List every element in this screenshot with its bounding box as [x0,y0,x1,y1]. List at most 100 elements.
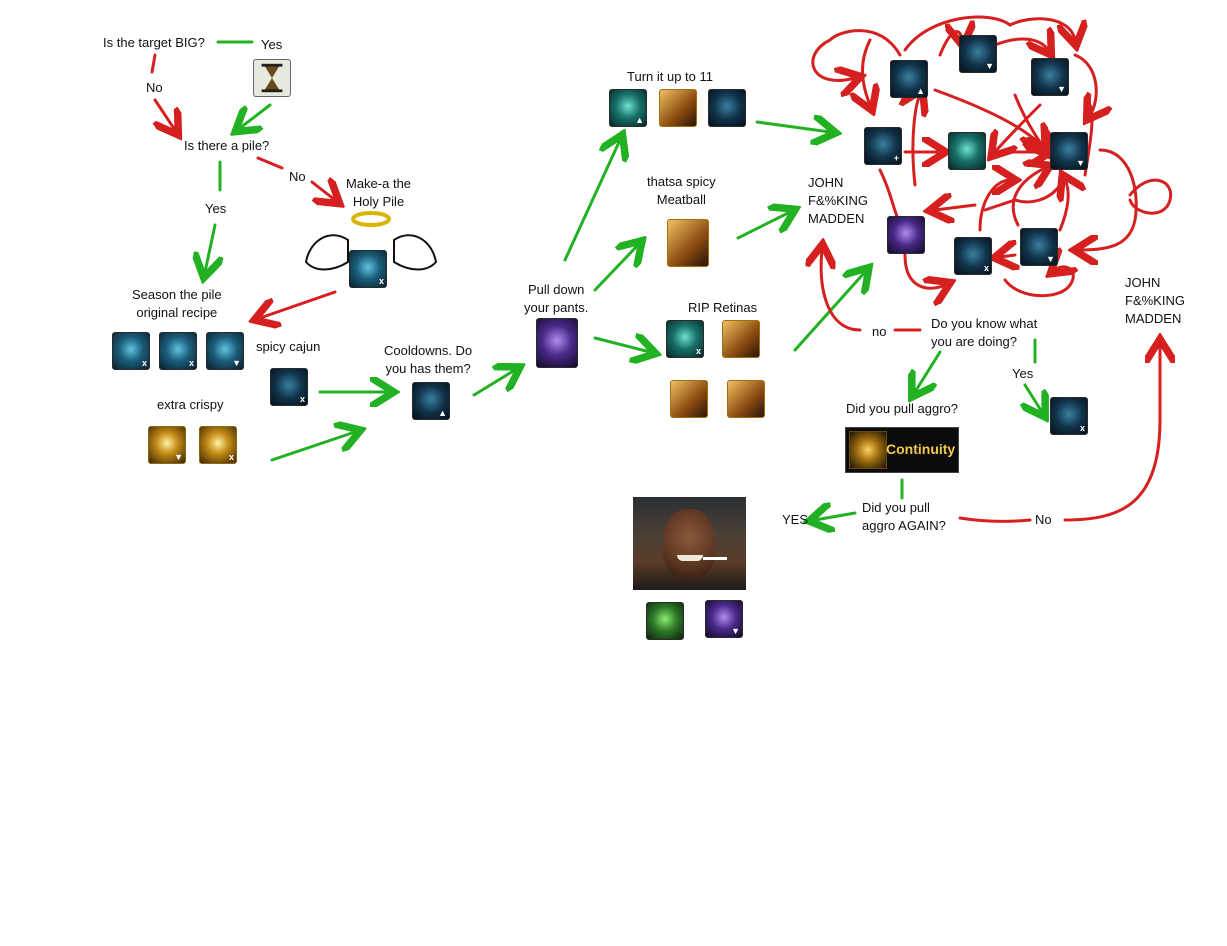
arrow-chaos-4 [993,39,1048,50]
madden-icon-9: ▼ [1020,228,1058,266]
pants-icon [536,318,578,368]
arrow-turn11-madden [755,122,830,132]
arrow-chaos-13 [935,205,977,210]
madden-icon-8: x [954,237,992,275]
label-john-madden-1: JOHN F&%KING MADDEN [808,175,868,226]
frost-icon: x [112,332,150,370]
arrow-chaos-18 [1128,178,1173,215]
arrow-pants-turn11 [563,140,620,262]
arrow-hourglass-pile [240,103,272,128]
madden-icon-7 [887,216,925,254]
meatball-icon [667,219,709,267]
retina-icon-3 [670,380,708,418]
label-no-1: No [146,80,163,95]
continuity-badge: Continuity [845,427,959,473]
label-no-3: no [872,324,887,339]
label-no-4: No [1035,512,1052,527]
label-john-madden-2: JOHN F&%KING MADDEN [1125,275,1185,326]
arrow-chaos-21 [1003,267,1073,298]
madden-icon-1: ▲ [890,60,928,98]
madden-icon-5 [948,132,986,170]
denzel-icon-2: ▼ [705,600,743,638]
label-yes-3: Yes [1012,366,1034,381]
denzel-photo [633,497,746,590]
left-wing [304,234,349,271]
madden-icon-6: ▼ [1050,132,1088,170]
arrow-no-madden [821,250,862,332]
cajun-icon: x [270,368,308,406]
continuity-label: Continuity [886,441,956,457]
label-pull-pants: Pull down your pants. [524,282,589,315]
arrow-chaos-15 [978,180,1010,232]
arrow-holy-season [260,290,337,318]
madden-icon-3: ▼ [1031,58,1069,96]
crispy-icon-2: x [199,426,237,464]
arrow-again-yes [815,513,857,520]
arrow-yes-season [205,223,215,272]
arrow-chaos-6 [863,38,871,105]
label-yes-2: Yes [205,201,227,216]
arrow-chaos-16 [1060,180,1068,232]
arrow-chaos-17 [1080,148,1138,250]
arrow-chaos-19 [1000,255,1015,257]
arrow-chaos-14 [1011,168,1045,227]
label-holy-pile: Make-a the Holy Pile [346,176,412,209]
arrow-big-no [150,53,157,74]
label-cooldowns: Cooldowns. Do you has them? [384,343,473,376]
arrow-chaos-11 [995,103,1042,152]
label-yes-caps: YES [782,512,809,527]
arrow-crispy-cooldown [270,432,355,462]
arrow-yes-icon [1025,383,1042,412]
arrow-pants-retina [593,338,650,352]
arrow-chaos-12 [983,183,1062,212]
right-wing [393,234,438,271]
arrow-know-aggro [915,350,942,392]
arrow-chaos-5 [1073,53,1096,115]
arrow-chaos-2 [903,15,1075,50]
denzel-icon-1 [646,602,684,640]
arrow-pile-no [256,156,284,170]
arrow-chaos-23 [913,95,920,187]
label-no-2: No [289,169,306,184]
turn11-icon-3 [708,89,746,127]
crispy-icon-1: ▼ [148,426,186,464]
turn11-icon-2 [659,89,697,127]
madden-icon-4: + [864,127,902,165]
madden-icon-2: ▼ [959,35,997,73]
question-pull-aggro: Did you pull aggro? [846,401,959,416]
label-rip-retinas: RIP Retinas [688,300,758,315]
question-pile: Is there a pile? [184,138,270,153]
cooldown-icon: ▲ [412,382,450,420]
question-target-big: Is the target BIG? [103,35,205,50]
label-yes-1: Yes [261,37,283,52]
arrow-meatball-madden [736,212,790,240]
hourglass-icon [253,59,291,97]
arrow-pants-meatball [593,245,638,292]
arrow-chaos-1 [811,29,902,81]
label-turn-11: Turn it up to 11 [627,69,713,84]
know-yes-icon: x [1050,397,1088,435]
label-spicy-cajun: spicy cajun [256,339,321,354]
label-season-pile: Season the pile original recipe [132,287,222,320]
continuity-icon [849,431,887,469]
arrow-again-no [958,516,1032,523]
retina-icon-4 [727,380,765,418]
arrow-no-madden2 [1063,345,1160,522]
arrow-chaos-10 [1013,93,1042,145]
question-know-doing: Do you know what you are doing? [931,316,1038,349]
shatter-icon: x [159,332,197,370]
arrow-no-holy [310,182,335,200]
retina-icon-2 [722,320,760,358]
arrow-chaos-20 [903,253,945,288]
turn11-icon-1: ▲ [609,89,647,127]
retina-icon-1: x [666,320,704,358]
arrow-cooldown-pants [472,370,515,397]
label-extra-crispy: extra crispy [157,397,224,412]
swirl-icon: ▼ [206,332,244,370]
question-pull-aggro-again: Did you pull aggro AGAIN? [862,500,946,533]
arrow-no-pile [155,98,175,130]
holy-pile-icon: x [349,250,387,288]
halo-outline [351,211,391,227]
